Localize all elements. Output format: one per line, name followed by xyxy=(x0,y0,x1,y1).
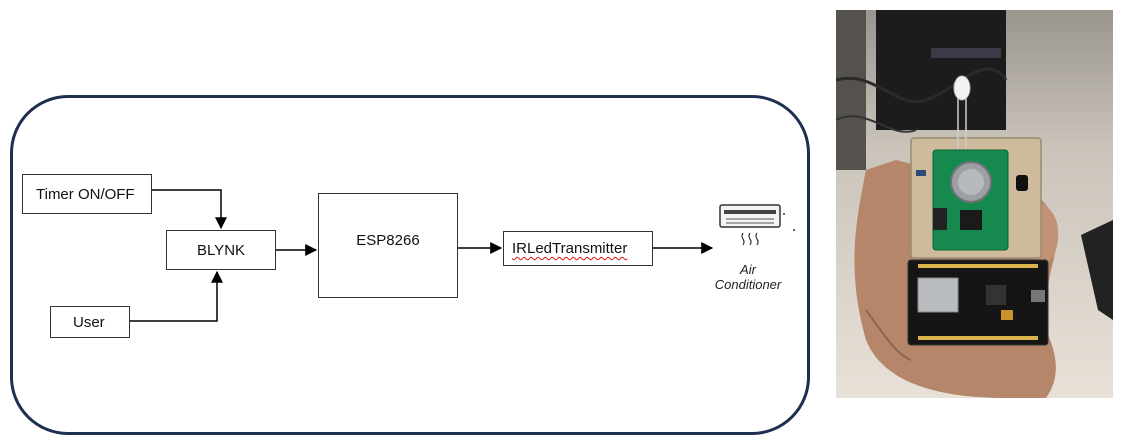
esp8266-block: ESP8266 xyxy=(318,193,458,298)
timer-to-blynk-arrow xyxy=(152,189,227,230)
user-to-blynk-arrow xyxy=(130,270,223,322)
connector-arrows xyxy=(130,189,795,322)
user-block-label: User xyxy=(73,313,105,331)
block-diagram: Timer ON/OFF BLYNK ESP8266 IRLedTransmit… xyxy=(10,95,810,435)
timer-block-label: Timer ON/OFF xyxy=(36,185,135,203)
timer-block: Timer ON/OFF xyxy=(22,174,152,214)
irled-transmitter-label: IRLedTransmitter xyxy=(512,240,628,257)
irled-transmitter-block: IRLedTransmitter xyxy=(503,231,653,266)
blynk-block: BLYNK xyxy=(166,230,276,270)
air-conditioner-label-line1: Air xyxy=(740,262,756,277)
user-block: User xyxy=(50,306,130,338)
esp8266-block-label: ESP8266 xyxy=(356,232,420,249)
air-conditioner-label: Air Conditioner xyxy=(708,262,788,292)
air-conditioner-label-line2: Conditioner xyxy=(714,277,782,292)
hand-holding-board-illustration xyxy=(836,10,1113,398)
blynk-block-label: BLYNK xyxy=(196,241,246,259)
device-photo xyxy=(836,10,1113,398)
air-conditioner-icon xyxy=(719,204,795,246)
